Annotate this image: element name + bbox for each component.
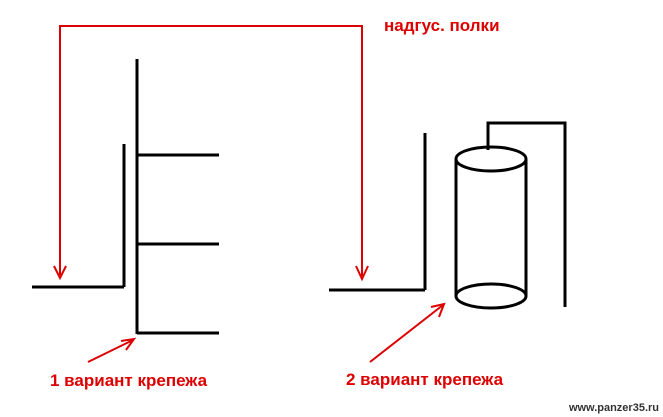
arrowhead-variant-2 — [430, 302, 446, 318]
variant-1-mount — [32, 59, 219, 335]
variant-2-mount — [329, 121, 567, 310]
cylinder-bracket — [486, 121, 567, 307]
arrowhead-left-down — [53, 265, 67, 281]
arrowhead-variant-1 — [120, 337, 137, 351]
variant-2-label: 2 вариант крепежа — [346, 370, 504, 389]
arrowhead-right-down — [355, 265, 369, 282]
shelves-label: надгус. полки — [384, 16, 500, 35]
cylinder-top — [454, 145, 528, 173]
variant-2-arrow — [369, 304, 444, 363]
variant-1-label: 1 вариант крепежа — [50, 371, 208, 390]
shelf-callout-line — [59, 25, 363, 276]
cylinder-bottom — [454, 282, 528, 310]
annotation-arrows — [53, 25, 446, 363]
site-watermark: www.panzer35.ru — [568, 402, 659, 414]
variant-1-arrow — [87, 339, 134, 363]
